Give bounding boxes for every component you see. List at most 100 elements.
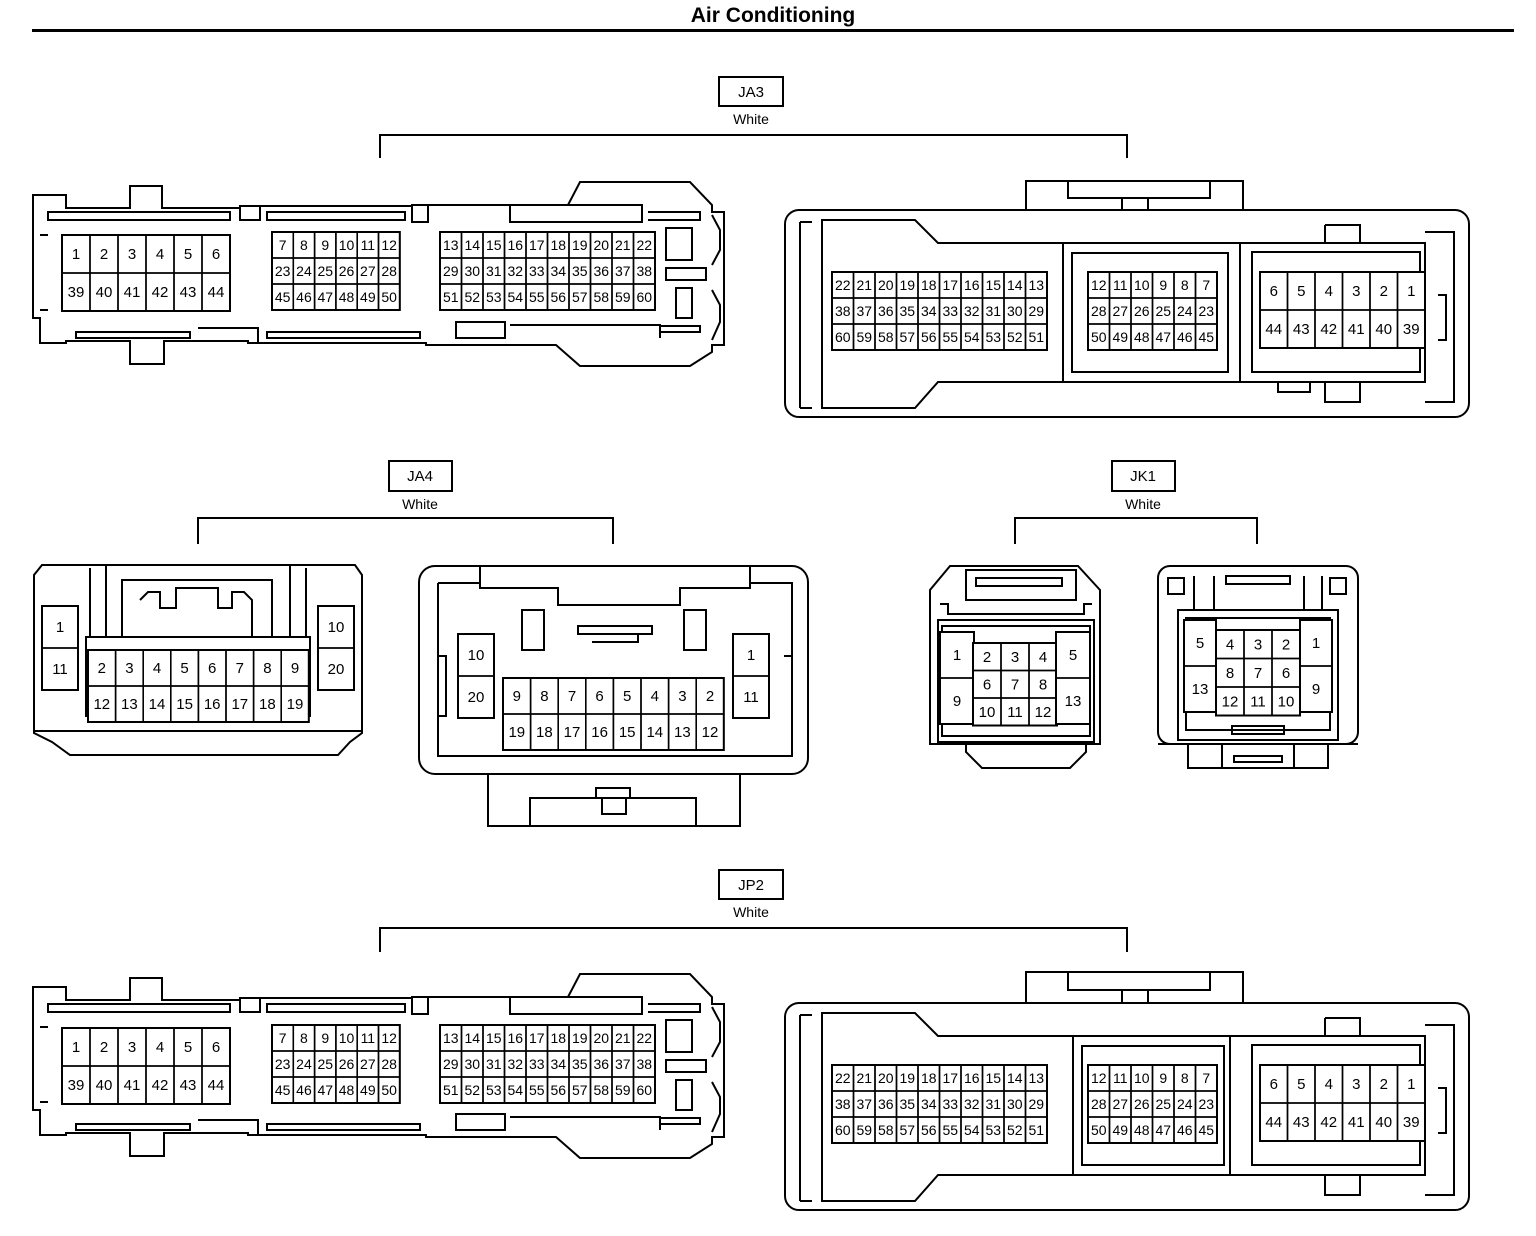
ja4-harness-right: 111 — [732, 633, 770, 719]
pin-number: 52 — [464, 289, 480, 305]
jk1-terminal-right: 5 13 — [1055, 631, 1091, 725]
pin-number: 46 — [296, 1082, 312, 1098]
pin-number: 9 — [513, 688, 521, 705]
pin-number: 2 — [100, 1039, 108, 1056]
pin-number: 52 — [464, 1082, 480, 1098]
pin-number: 34 — [550, 1056, 566, 1072]
pin-number: 37 — [615, 1056, 631, 1072]
pin-cell — [1396, 1102, 1426, 1142]
pin-number: 1 — [1407, 283, 1415, 300]
pin-number: 2 — [1380, 283, 1388, 300]
jk1-harness-main-frame — [1215, 629, 1301, 717]
ja4-bracket — [197, 517, 614, 544]
jk1-harness-right: 19 — [1299, 619, 1333, 713]
pin-number: 58 — [878, 329, 894, 345]
pin-number: 29 — [1028, 1096, 1044, 1112]
pin-number: 25 — [1155, 1096, 1171, 1112]
pin-number: 31 — [486, 263, 502, 279]
pin-number: 16 — [204, 696, 221, 713]
pin-number: 39 — [1403, 1114, 1420, 1131]
pin-number: 8 — [540, 688, 548, 705]
pin-number: 60 — [636, 1082, 652, 1098]
pin-number: 1 — [1407, 1076, 1415, 1093]
pin-number: 40 — [1375, 321, 1392, 338]
pin-number: 40 — [96, 284, 113, 301]
ja4-label-box — [388, 460, 453, 492]
pin-number: 8 — [1181, 277, 1189, 293]
pin-number: 54 — [507, 1082, 523, 1098]
pin-number: 9 — [321, 237, 329, 253]
pin-number: 31 — [486, 1056, 502, 1072]
pin-number: 9 — [321, 1030, 329, 1046]
pin-number: 5 — [1069, 647, 1077, 664]
ja3-left-housing — [32, 181, 725, 367]
pin-number: 41 — [124, 284, 141, 301]
jp2-bracket — [379, 927, 1128, 952]
pin-number: 14 — [464, 1030, 480, 1046]
pin-number: 23 — [275, 263, 291, 279]
pin-number: 22 — [636, 1030, 652, 1046]
pin-number: 56 — [550, 289, 566, 305]
pin-number: 13 — [121, 696, 138, 713]
ja3-label-box — [718, 76, 784, 107]
pin-number: 42 — [1320, 1114, 1337, 1131]
pin-number: 3 — [678, 688, 686, 705]
pin-number: 48 — [1134, 1122, 1150, 1138]
pin-number: 25 — [317, 1056, 333, 1072]
pin-number: 8 — [1181, 1070, 1189, 1086]
pin-number: 50 — [1091, 329, 1107, 345]
jp2-header — [379, 869, 1128, 952]
pin-number: 60 — [835, 1122, 851, 1138]
pin-number: 39 — [1403, 321, 1420, 338]
pin-number: 15 — [176, 696, 193, 713]
pin-number: 12 — [702, 724, 719, 741]
pin-number: 56 — [921, 1122, 937, 1138]
pin-number: 20 — [468, 689, 485, 706]
jk1-connector-id: JK1 — [1130, 468, 1156, 485]
pin-cell — [201, 1065, 231, 1105]
pin-number: 23 — [275, 1056, 291, 1072]
pin-number: 33 — [529, 1056, 545, 1072]
pin-number: 5 — [180, 660, 188, 677]
pin-number: 23 — [1198, 1096, 1214, 1112]
pin-number: 13 — [443, 1030, 459, 1046]
pin-number: 42 — [1320, 321, 1337, 338]
pin-number: 36 — [593, 1056, 609, 1072]
pin-number: 7 — [1202, 1070, 1210, 1086]
pin-number: 39 — [68, 1077, 85, 1094]
pin-number: 9 — [953, 693, 961, 710]
pin-number: 4 — [1039, 649, 1047, 666]
pin-number: 57 — [572, 1082, 588, 1098]
pin-number: 6 — [983, 676, 991, 693]
pin-number: 38 — [636, 263, 652, 279]
pin-number: 20 — [878, 1070, 894, 1086]
pin-number: 43 — [1293, 1114, 1310, 1131]
pin-number: 50 — [381, 1082, 397, 1098]
pin-number: 16 — [507, 237, 523, 253]
pin-number: 3 — [1352, 283, 1360, 300]
pin-number: 11 — [743, 689, 759, 706]
pin-number: 12 — [1222, 693, 1239, 710]
pin-number: 11 — [1113, 277, 1128, 293]
pin-number: 15 — [486, 237, 502, 253]
pin-number: 50 — [381, 289, 397, 305]
pin-number: 15 — [985, 1070, 1001, 1086]
pin-number: 13 — [1065, 693, 1082, 710]
pin-number: 35 — [899, 303, 915, 319]
pin-number: 26 — [1134, 1096, 1150, 1112]
pin-number: 34 — [921, 303, 937, 319]
pin-number: 32 — [507, 1056, 523, 1072]
pin-number: 39 — [68, 284, 85, 301]
pin-number: 4 — [651, 688, 659, 705]
pin-cell — [201, 272, 231, 312]
pin-number: 16 — [964, 277, 980, 293]
pin-number: 7 — [1254, 665, 1262, 682]
jk1-terminal-left: 19 — [939, 631, 975, 725]
pin-number: 25 — [317, 263, 333, 279]
pin-number: 19 — [572, 237, 588, 253]
